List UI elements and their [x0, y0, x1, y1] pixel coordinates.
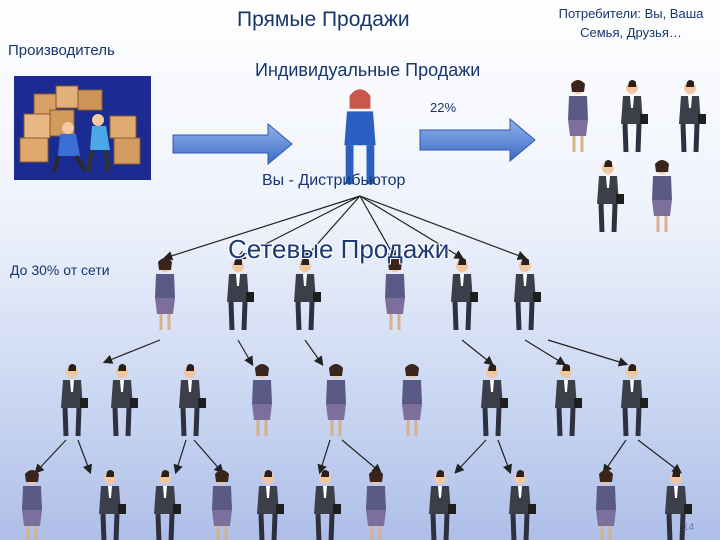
- consumer-figure: [679, 80, 706, 152]
- direct-arrow-2: [419, 117, 536, 163]
- network-sales-label: Сетевые Продажи: [228, 234, 450, 264]
- network-level1-figure: [451, 258, 478, 330]
- direct-arrow-1: [172, 122, 293, 166]
- network-level1-figure: [514, 258, 541, 330]
- network-percent-label: До 30% от сети: [10, 262, 110, 278]
- network-level3-figure: [509, 470, 536, 540]
- network-level1-figure: [383, 256, 407, 332]
- network-level1-figure: [227, 258, 254, 330]
- network-level3-figure: [20, 468, 44, 540]
- network-level3-figure: [210, 468, 234, 540]
- network-level1-figure: [294, 258, 321, 330]
- network-level2-figure: [555, 364, 582, 436]
- page-number: 14: [683, 522, 695, 533]
- page-title: Прямые Продажи: [237, 8, 410, 31]
- network-level3-figure: [594, 468, 618, 540]
- network-level2-figure: [179, 364, 206, 436]
- consumers-label: Потребители: Вы, Ваша Семья, Друзья…: [558, 6, 704, 40]
- consumer-figure: [597, 160, 624, 232]
- direct-percent-label: 22%: [430, 100, 457, 115]
- network-level3-figure: [257, 470, 284, 540]
- consumer-figure: [650, 158, 674, 234]
- network-level3-figure: [429, 470, 456, 540]
- consumer-figure: [621, 80, 648, 152]
- network-level2-figure: [400, 362, 424, 438]
- network-level2-figure: [250, 362, 274, 438]
- producer-factory-image: [14, 76, 151, 180]
- producer-label: Производитель: [8, 42, 115, 59]
- network-level1-figure: [153, 256, 177, 332]
- network-level2-figure: [481, 364, 508, 436]
- network-level3-figure: [154, 470, 181, 540]
- network-level2-figure: [111, 364, 138, 436]
- network-level3-figure: [99, 470, 126, 540]
- network-level3-figure: [364, 468, 388, 540]
- consumer-figure: [566, 78, 590, 154]
- individual-sales-label: Индивидуальные Продажи: [255, 60, 481, 80]
- network-level2-figure: [61, 364, 88, 436]
- network-level2-figure: [621, 364, 648, 436]
- distributor-label: Вы - Дистрибьютор: [262, 172, 406, 189]
- network-level3-figure: [314, 470, 341, 540]
- network-level2-figure: [324, 362, 348, 438]
- distributor-figure: [344, 89, 376, 185]
